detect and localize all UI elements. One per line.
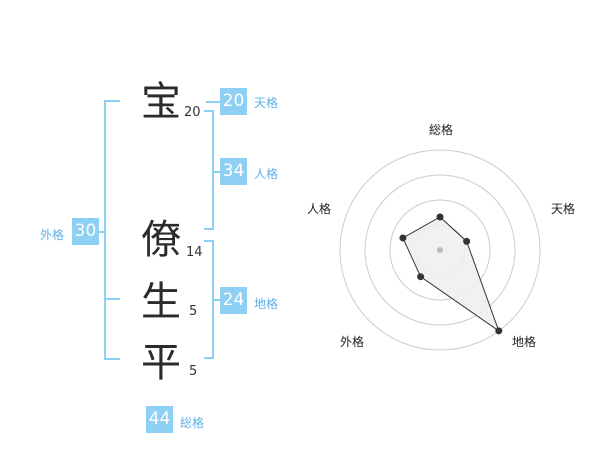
radar-axis-label-gaikaku: 外格 (339, 335, 364, 349)
stroke-count-3: 5 (189, 304, 198, 319)
radar-axis-label-soukaku: 総格 (428, 123, 453, 137)
kanji-char-2: 僚 (141, 217, 181, 263)
gaikaku-bracket-bottom (104, 358, 120, 360)
kanji-char-1: 宝 (141, 79, 181, 125)
jinkaku-connector (212, 171, 220, 173)
stroke-count-1: 20 (184, 105, 201, 120)
gaikaku-bracket-connector (99, 231, 105, 233)
jinkaku-label: 人格 (254, 167, 279, 181)
tenkaku-connector (206, 101, 220, 103)
jinkaku-bracket-top (204, 110, 214, 112)
tenkaku-badge: 20 (220, 88, 247, 115)
jinkaku-bracket-vertical (212, 110, 214, 230)
soukaku-badge: 44 (146, 406, 173, 433)
radar-data-polygon (402, 216, 500, 333)
chikaku-label: 地格 (254, 297, 279, 311)
chikaku-bracket-bottom (204, 357, 214, 359)
radar-ring-4 (339, 149, 541, 351)
radar-point-4 (417, 273, 425, 281)
chikaku-connector (212, 299, 220, 301)
stroke-count-2: 14 (186, 245, 203, 260)
radar-ring-3 (364, 174, 516, 326)
radar-axis-label-tenkaku: 天格 (550, 202, 575, 216)
jinkaku-badge: 34 (220, 158, 247, 185)
radar-center-dot (437, 247, 443, 253)
chikaku-badge: 24 (220, 287, 247, 314)
radar-point-2 (463, 237, 471, 245)
chikaku-bracket-top (204, 240, 214, 242)
gaikaku-bracket-top (104, 100, 120, 102)
radar-axis-label-chikaku: 地格 (511, 335, 536, 349)
radar-axis-label-jinkaku: 人格 (306, 202, 331, 216)
soukaku-label: 総格 (180, 416, 205, 430)
kanji-char-4: 平 (141, 340, 181, 386)
stroke-count-4: 5 (189, 364, 198, 379)
gaikaku-label: 外格 (40, 228, 65, 242)
kanji-char-3: 生 (141, 279, 181, 325)
gaikaku-bracket-vertical (104, 100, 106, 360)
tenkaku-label: 天格 (254, 96, 279, 110)
radar-point-1 (436, 213, 444, 221)
radar-point-5 (399, 234, 407, 242)
gaikaku-bracket-mid (104, 298, 120, 300)
radar-ring-2 (389, 199, 491, 301)
jinkaku-bracket-bottom (204, 228, 214, 230)
radar-point-3 (495, 327, 503, 335)
gaikaku-badge: 30 (72, 218, 99, 245)
